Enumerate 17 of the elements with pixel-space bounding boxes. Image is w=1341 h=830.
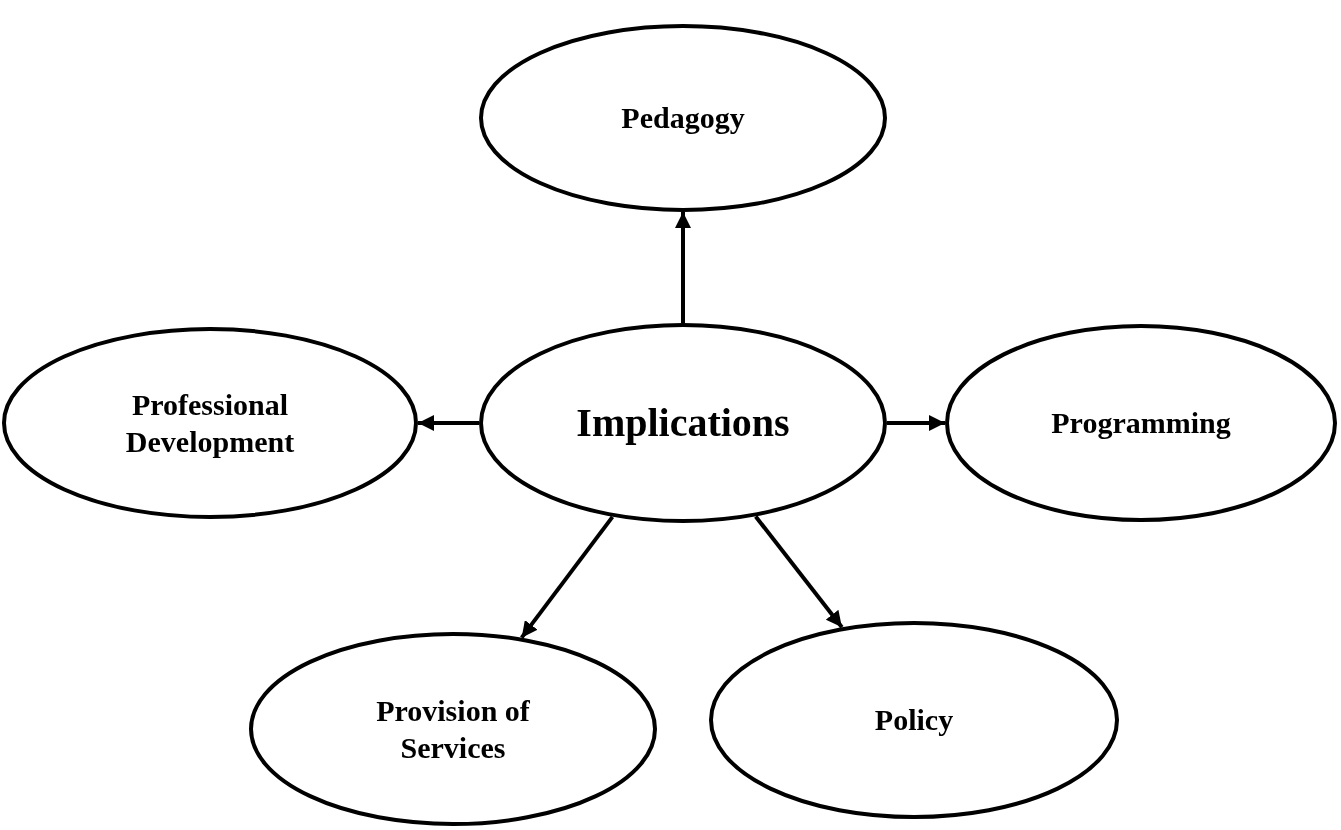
ellipse-node <box>709 621 1119 819</box>
node-label: Policy <box>874 702 954 739</box>
ellipse-node <box>479 24 887 212</box>
node-label: Programming <box>1051 405 1231 442</box>
node-label: Implications <box>576 399 790 447</box>
arrow <box>754 515 844 629</box>
node-label: Pedagogy <box>621 100 745 137</box>
ellipse-node <box>945 324 1337 522</box>
arrow <box>418 415 479 431</box>
ellipse-node <box>249 632 657 826</box>
node-label: Professional Development <box>124 386 296 460</box>
arrow <box>675 212 691 323</box>
arrow <box>887 415 945 431</box>
arrow <box>520 515 615 639</box>
ellipse-node <box>479 323 887 523</box>
ellipse-node <box>2 327 418 519</box>
node-label: Provision of Services <box>375 692 531 766</box>
